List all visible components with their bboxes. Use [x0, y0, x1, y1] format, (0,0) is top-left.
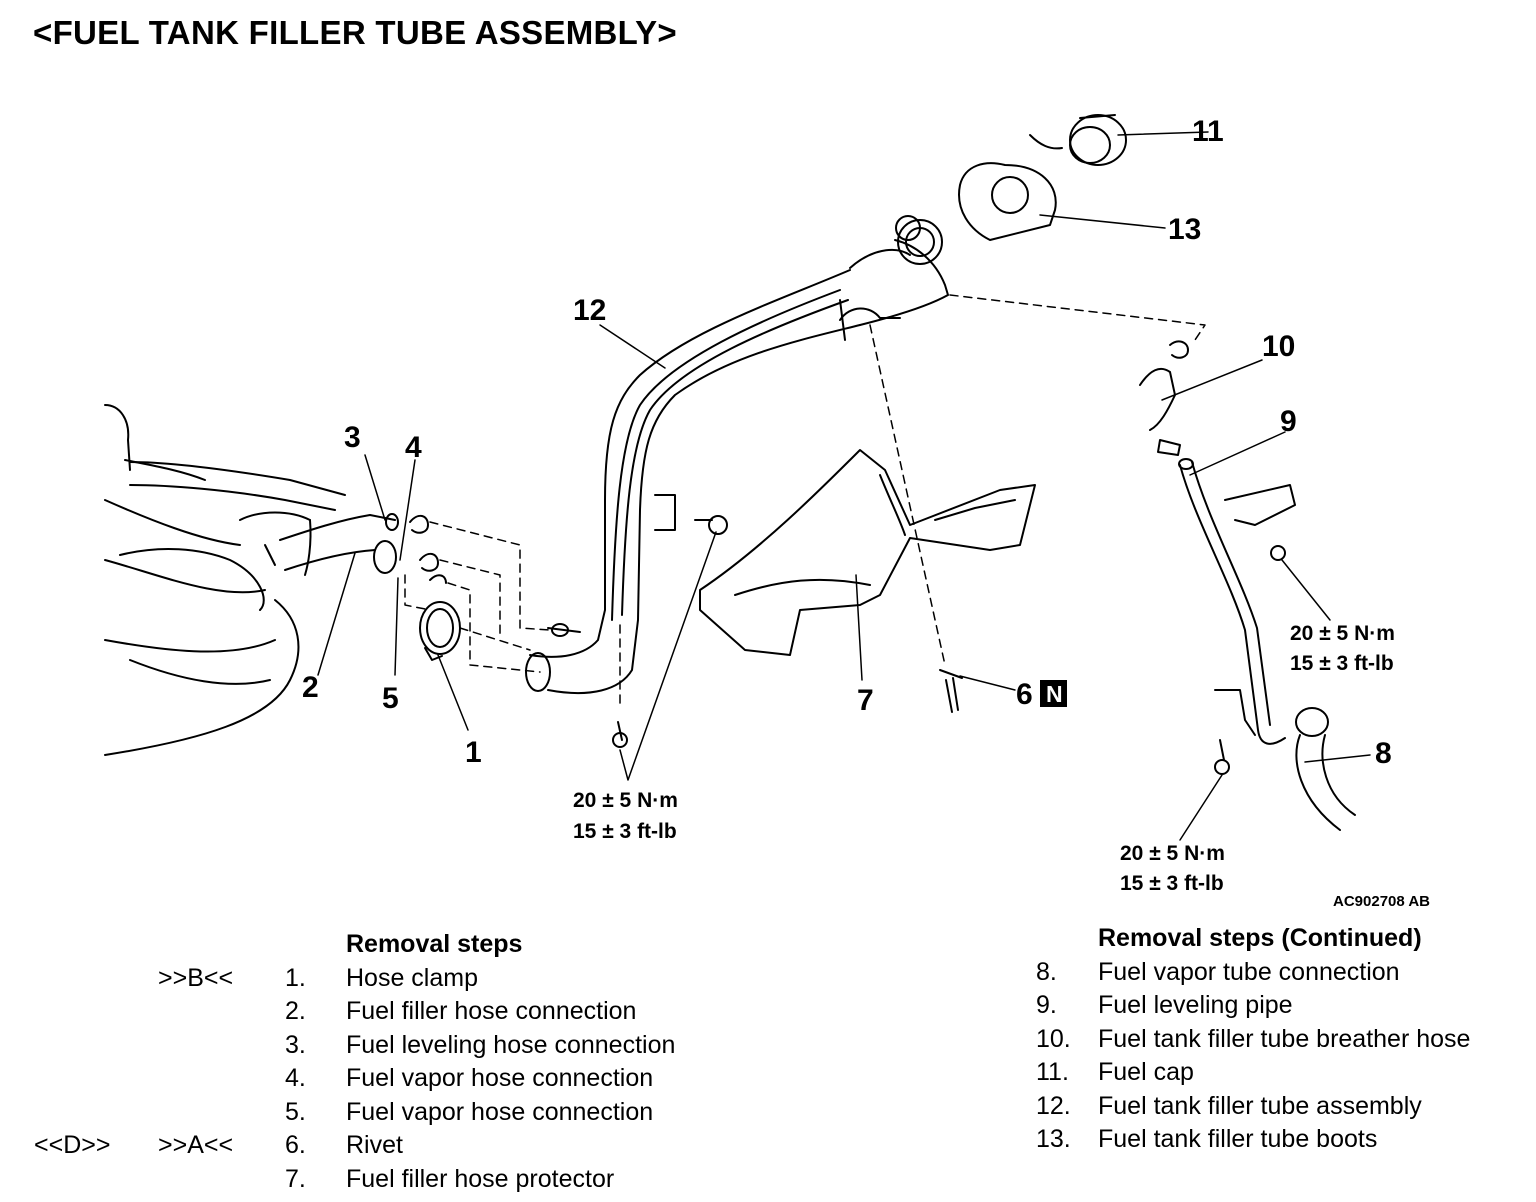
callout-7: 7: [857, 684, 874, 717]
list-item: 7. Fuel filler hose protector: [285, 1164, 615, 1193]
torque-spec-lower-ftlb: 15 ± 3 ft-lb: [1120, 872, 1224, 895]
torque-spec-lower-nm: 20 ± 5 N·m: [1120, 842, 1225, 865]
callout-2: 2: [302, 671, 319, 704]
callout-8: 8: [1375, 737, 1392, 770]
bolt-shapes: [612, 515, 1286, 775]
callout-5: 5: [382, 682, 399, 715]
alignment-lines: [404, 294, 1206, 706]
removal-steps-heading: Removal steps: [346, 930, 523, 958]
torque-spec-center-ftlb: 15 ± 3 ft-lb: [573, 820, 677, 843]
vapor-tube-illustration: [1295, 707, 1356, 831]
callout-4: 4: [405, 431, 422, 464]
torque-spec-center-nm: 20 ± 5 N·m: [573, 789, 678, 812]
callout-11: 11: [1192, 115, 1224, 148]
callout-6: 6: [1016, 678, 1033, 711]
fuel-tank-illustration: [104, 404, 311, 756]
list-item: 11. Fuel cap: [1036, 1058, 1194, 1086]
exploded-diagram: 11 13 10 9 8 12 3 4 2 5 1 7 6 N 20 ± 5 N…: [104, 114, 1430, 910]
rivet-illustration: [939, 669, 963, 713]
figure-id: AC902708 AB: [1333, 893, 1430, 910]
torque-leaders: [619, 531, 1331, 841]
list-item: 12. Fuel tank filler tube assembly: [1036, 1091, 1422, 1120]
cap-and-boot-illustration: [958, 114, 1127, 241]
removal-steps-right: Removal steps (Continued) 8. Fuel vapor …: [0, 922, 1536, 1157]
new-part-badge: [1040, 680, 1067, 707]
torque-spec-right-nm: 20 ± 5 N·m: [1290, 622, 1395, 645]
callout-9: 9: [1280, 405, 1297, 438]
callout-13: 13: [1168, 213, 1201, 246]
list-item: 8. Fuel vapor tube connection: [1036, 957, 1400, 986]
list-item: 5. Fuel vapor hose connection: [285, 1097, 654, 1126]
filler-tube-illustration: [525, 215, 949, 694]
torque-spec-right-ftlb: 15 ± 3 ft-lb: [1290, 652, 1394, 675]
list-item: 3. Fuel leveling hose connection: [285, 1030, 676, 1059]
list-item: 4. Fuel vapor hose connection: [285, 1064, 654, 1092]
breather-hose-illustration: [1139, 340, 1189, 456]
leveling-pipe-illustration: [1178, 458, 1296, 745]
list-item: 13. Fuel tank filler tube boots: [1036, 1125, 1378, 1153]
filler-hose-illustration: [129, 461, 399, 576]
callout-12: 12: [573, 294, 606, 327]
list-item: 2. Fuel filler hose connection: [285, 997, 637, 1025]
list-item: >>B<< 1. Hose clamp: [158, 963, 478, 992]
list-item: <<D>> >>A<< 6. Rivet: [34, 1131, 403, 1159]
list-item: 10. Fuel tank filler tube breather hose: [1036, 1024, 1471, 1053]
removal-steps-continued-heading: Removal steps (Continued): [1098, 924, 1422, 952]
hose-protector-illustration: [699, 449, 1036, 656]
new-part-badge-label: N: [1046, 681, 1063, 707]
page-title: <FUEL TANK FILLER TUBE ASSEMBLY>: [33, 14, 677, 51]
hose-clamps: [409, 514, 461, 661]
callout-3: 3: [344, 421, 361, 454]
callout-leaders: [317, 131, 1371, 763]
removal-steps-left: Removal steps >>B<< 1. Hose clamp 2. Fue…: [0, 928, 760, 1196]
callout-1: 1: [465, 736, 482, 769]
list-item: 9. Fuel leveling pipe: [1036, 991, 1293, 1019]
callout-10: 10: [1262, 330, 1295, 363]
